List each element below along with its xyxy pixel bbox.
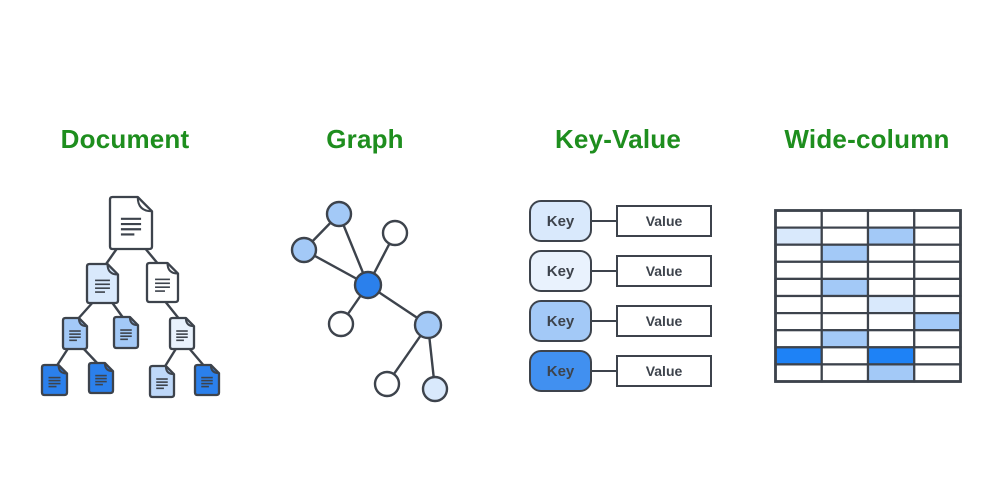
grid-cell xyxy=(913,329,962,349)
grid-cell xyxy=(866,226,916,246)
grid-cell xyxy=(866,311,916,332)
grid-cell xyxy=(913,209,962,229)
grid-cell xyxy=(774,277,823,298)
graph-diagram xyxy=(290,200,449,403)
tree-edge xyxy=(162,346,179,369)
key-value-row: Key Value xyxy=(529,350,712,392)
grid-cell xyxy=(866,260,916,280)
tree-edge xyxy=(54,346,71,368)
graph-node xyxy=(421,375,449,403)
grid-cell xyxy=(820,294,870,315)
grid-cell xyxy=(913,260,962,280)
grid-cell xyxy=(774,363,823,383)
grid-cell xyxy=(913,363,962,383)
value-box: Value xyxy=(616,305,712,337)
value-box: Value xyxy=(616,205,712,237)
document-icon xyxy=(85,262,120,305)
grid-cell xyxy=(774,311,823,332)
document-icon xyxy=(112,315,140,350)
tree-edge xyxy=(187,346,206,368)
document-icon xyxy=(148,364,176,399)
value-box: Value xyxy=(616,255,712,287)
grid-cell xyxy=(820,226,870,246)
grid-cell xyxy=(820,260,870,280)
tree-edge xyxy=(76,300,95,321)
graph-node xyxy=(413,310,443,340)
key-box: Key xyxy=(529,300,592,342)
grid-cell xyxy=(913,346,962,366)
key-value-row: Key Value xyxy=(529,200,712,242)
grid-cell xyxy=(913,277,962,298)
key-box: Key xyxy=(529,350,592,392)
graph-node xyxy=(381,219,409,247)
grid-cell xyxy=(866,277,916,298)
document-icon xyxy=(108,195,154,251)
tree-edge xyxy=(163,299,181,321)
document-icon xyxy=(168,316,196,351)
grid-cell xyxy=(774,209,823,229)
key-value-connector xyxy=(592,319,616,323)
graph-node xyxy=(353,270,383,300)
graph-node xyxy=(325,200,353,228)
graph-node xyxy=(373,370,401,398)
grid-cell xyxy=(866,329,916,349)
grid-cell xyxy=(774,243,823,263)
document-icon xyxy=(40,363,69,397)
grid-cell xyxy=(866,243,916,263)
grid-cell xyxy=(774,294,823,315)
key-value-connector xyxy=(592,269,616,273)
grid-cell xyxy=(820,363,870,383)
key-value-row: Key Value xyxy=(529,300,712,342)
key-value-diagram: Key Value Key Value Key Value Key Value xyxy=(529,200,712,400)
grid-cell xyxy=(774,329,823,349)
document-icon xyxy=(145,261,180,304)
grid-cell xyxy=(774,260,823,280)
wide-column-diagram xyxy=(774,209,962,383)
grid-cell xyxy=(866,294,916,315)
graph-node xyxy=(327,310,355,338)
grid-cell xyxy=(820,277,870,298)
document-icon xyxy=(61,316,89,351)
document-icon xyxy=(193,363,221,397)
grid-cell xyxy=(820,346,870,366)
document-tree-diagram xyxy=(40,195,221,399)
grid-cell xyxy=(913,226,962,246)
grid-cell xyxy=(820,329,870,349)
document-icon xyxy=(87,361,115,395)
grid-cell xyxy=(774,226,823,246)
grid-cell xyxy=(820,209,870,229)
graph-node xyxy=(290,236,318,264)
section-title-key-value: Key-Value xyxy=(554,124,682,154)
key-box: Key xyxy=(529,250,592,292)
grid-cell xyxy=(820,311,870,332)
grid-cell xyxy=(774,346,823,366)
key-value-connector xyxy=(592,219,616,223)
grid-cell xyxy=(913,311,962,332)
grid-cell xyxy=(820,243,870,263)
grid-cell xyxy=(866,209,916,229)
grid-cell xyxy=(866,346,916,366)
section-title-wide-column: Wide-column xyxy=(784,124,950,154)
grid-cell xyxy=(866,363,916,383)
key-value-connector xyxy=(592,369,616,373)
section-title-graph: Graph xyxy=(326,124,404,154)
value-box: Value xyxy=(616,355,712,387)
grid-cell xyxy=(913,243,962,263)
key-value-row: Key Value xyxy=(529,250,712,292)
section-title-document: Document xyxy=(60,124,190,154)
grid-cell xyxy=(913,294,962,315)
key-box: Key xyxy=(529,200,592,242)
grid-border xyxy=(774,209,962,383)
